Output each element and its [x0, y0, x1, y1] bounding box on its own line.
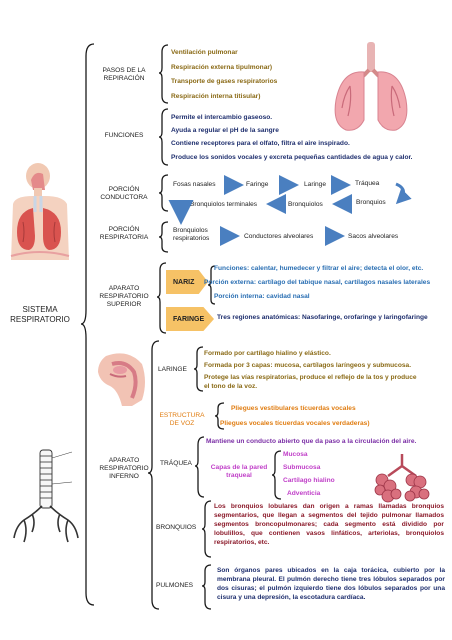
bronquios-text: Los bronquios lobulares dan origen a ram… — [214, 503, 444, 546]
main-bracket — [80, 43, 95, 606]
pasos-item-2: Respiración externa tipulmonar) — [171, 64, 273, 71]
node-conductores-alveolares: Conductores alveolares — [244, 233, 314, 240]
voz-bracket — [214, 402, 225, 430]
pulmones-text: Son órganos pares ubicados en la caja to… — [217, 567, 445, 601]
pasos-item-4: Respiración interna titisular) — [171, 93, 261, 100]
node-faringe: Faringe — [246, 181, 269, 188]
laringe-line-1: Formado por cartílago hialino y elástico… — [204, 350, 331, 357]
funciones-item-4: Produce los sonidos vocales y excreta pe… — [171, 154, 413, 161]
bronquios-bracket — [201, 500, 212, 558]
nariz-tag: NARIZ — [166, 270, 208, 294]
traquea-descripcion: Mantiene un conducto abierto que da paso… — [206, 438, 417, 445]
capa-adventicia: Adventicia — [287, 490, 321, 497]
node-bronquiolos: Bronquiolos — [288, 201, 323, 208]
voz-pliegues-vestibulares: Pliegues vestibulares tícuerdas vocales — [231, 405, 356, 412]
capa-submucosa: Submucosa — [283, 464, 321, 471]
section-inferior: APARATO RESPIRATORIO INFERNO — [99, 457, 149, 481]
label-estructura-voz: ESTRUCTURA DE VOZ — [159, 412, 205, 428]
node-bronquios: Bronquios — [356, 199, 386, 206]
lungs-illustration — [334, 42, 408, 131]
conductora-bracket — [158, 174, 169, 212]
capas-bracket — [271, 450, 282, 500]
section-conductora: PORCIÓN CONDUCTORA — [100, 186, 148, 202]
superior-bracket — [156, 262, 167, 334]
pasos-item-1: Ventilación pulmonar — [171, 49, 238, 56]
node-traquea: Tráquea — [355, 180, 380, 187]
section-funciones: FUNCIONES — [104, 132, 144, 139]
label-traquea: TRÁQUEA — [160, 460, 192, 467]
arrow-curve-down — [395, 182, 412, 205]
nariz-funciones: Funciones: calentar, humedecer y filtrar… — [214, 265, 424, 272]
alveoli-illustration — [374, 454, 430, 503]
capa-mucosa: Mucosa — [283, 451, 308, 458]
nariz-bracket — [207, 265, 216, 305]
laringe-bracket — [193, 346, 204, 392]
trachea-illustration — [13, 449, 79, 543]
voz-pliegues-vocales: Pliegues vocales tícuerdas vocales verda… — [220, 420, 370, 427]
label-pulmones: PULMONES — [156, 582, 194, 589]
funciones-item-3: Contiene receptores para el olfato, filt… — [171, 140, 350, 147]
laringe-line-3: Protege las vías respiratorias, produce … — [204, 374, 417, 381]
funciones-bracket — [158, 108, 169, 166]
label-capas-pared: Capas de la pared traqueal — [210, 464, 268, 480]
node-sacos-alveolares: Sacos alveolares — [348, 233, 399, 240]
funciones-item-1: Permite el intercambio gaseoso. — [171, 114, 273, 121]
capa-cartilago-hialino: Cartílago hialino — [283, 477, 335, 484]
inferior-bracket — [147, 340, 160, 610]
nasal-cavity-illustration — [98, 353, 145, 406]
node-laringe: Laringe — [304, 181, 326, 188]
pulmones-bracket — [201, 564, 212, 610]
funciones-item-2: Ayuda a regular el pH de la sangre — [171, 127, 279, 134]
respiratoria-bracket — [158, 221, 169, 253]
label-bronquios: BRONQUIOS — [156, 524, 197, 531]
node-bronquiolos-terminales: Bronquiolos terminales — [190, 201, 258, 208]
section-superior: APARATO RESPIRATORIO SUPERIOR — [99, 285, 149, 309]
node-fosas-nasales: Fosas nasales — [173, 181, 216, 188]
laringe-line-2: Formada por 3 capas: mucosa, cartílagos … — [204, 362, 412, 369]
pasos-item-3: Transporte de gases respiratorios — [171, 78, 278, 85]
main-title: SISTEMA RESPIRATORIO — [10, 305, 70, 324]
faringe-tag: FARINGE — [166, 307, 214, 331]
nariz-porcion-interna: Porción interna: cavidad nasal — [214, 293, 310, 300]
laringe-line-4: el tono de la voz. — [204, 383, 258, 390]
node-bronquiolos-respiratorios: Bronquiolos respiratorios — [173, 227, 210, 243]
respiratory-body-illustration — [10, 163, 70, 260]
traquea-bracket — [194, 436, 205, 498]
faringe-regiones: Tres regiones anatómicas: Nasofaringe, o… — [217, 314, 428, 321]
nariz-porcion-externa: Porción externa: cartílago del tabique n… — [204, 279, 431, 286]
label-laringe: LARINGE — [158, 366, 187, 373]
section-respiratoria: PORCIÓN RESPIRATORIA — [99, 226, 149, 242]
pasos-bracket — [158, 44, 169, 104]
section-pasos: PASOS DE LA REPIRACIÓN — [102, 67, 146, 83]
